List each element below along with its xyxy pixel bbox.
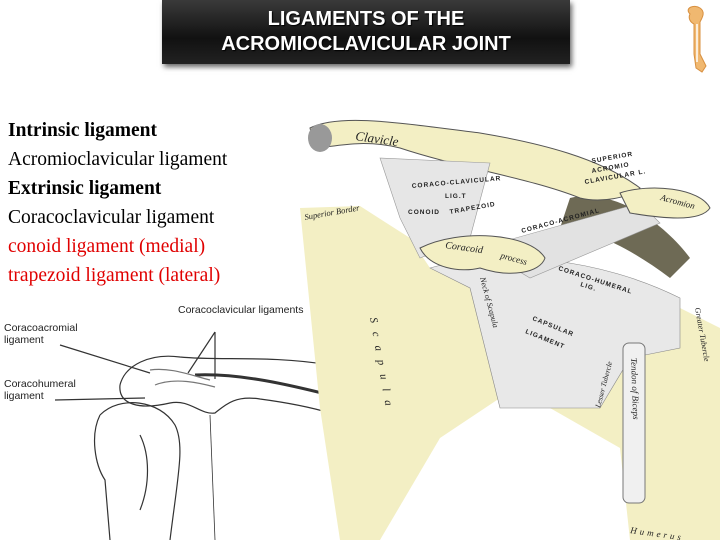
slide-title: LIGAMENTS OF THE ACROMIOCLAVICULAR JOINT: [162, 0, 570, 64]
label-lig: LIG.T: [445, 193, 467, 200]
coracoid-bone: [419, 235, 546, 274]
list-item-conoid: conoid ligament (medial): [8, 236, 206, 257]
label-coracoacromial-ligament: Coracoacromial ligament: [4, 322, 78, 346]
list-item-extrinsic: Extrinsic ligament: [8, 178, 162, 199]
biceps-tendon-shape: [622, 342, 646, 504]
label-coraco-humeral-lig: LIG.: [579, 281, 597, 293]
label-coracoid: Coracoid: [445, 240, 485, 256]
shoulder-sketch-drawing: [54, 331, 331, 541]
shoulder-sketch-figure: Coracoclavicular ligaments Coracoacromia…: [0, 295, 331, 541]
ligament-list: Intrinsic ligament Acromioclavicular lig…: [8, 116, 227, 290]
acromion-bone: [619, 187, 711, 219]
label-coracohumeral-ligament: Coracohumeral ligament: [4, 378, 76, 402]
label-coracoclavicular-ligaments: Coracoclavicular ligaments: [178, 304, 304, 316]
label-conoid: CONOID: [408, 209, 440, 216]
list-item-coracoclavicular: Coracoclavicular ligament: [8, 207, 215, 228]
label-tendon-of-biceps: Tendon of Biceps: [629, 358, 641, 420]
title-line-2: ACROMIOCLAVICULAR JOINT: [221, 33, 511, 55]
list-item-intrinsic: Intrinsic ligament: [8, 120, 157, 141]
label-clavicle: Clavicle: [355, 128, 400, 149]
title-line-1: LIGAMENTS OF THE: [267, 8, 465, 30]
arm-bone-logo-icon: [687, 5, 707, 73]
clavicle-end: [308, 124, 332, 152]
gray-anatomy-illustration: Clavicle SUPERIOR ACROMIO CLAVICULAR L. …: [300, 119, 720, 540]
list-item-acromioclavicular: Acromioclavicular ligament: [8, 149, 228, 170]
list-item-trapezoid: trapezoid ligament (lateral): [8, 265, 221, 286]
